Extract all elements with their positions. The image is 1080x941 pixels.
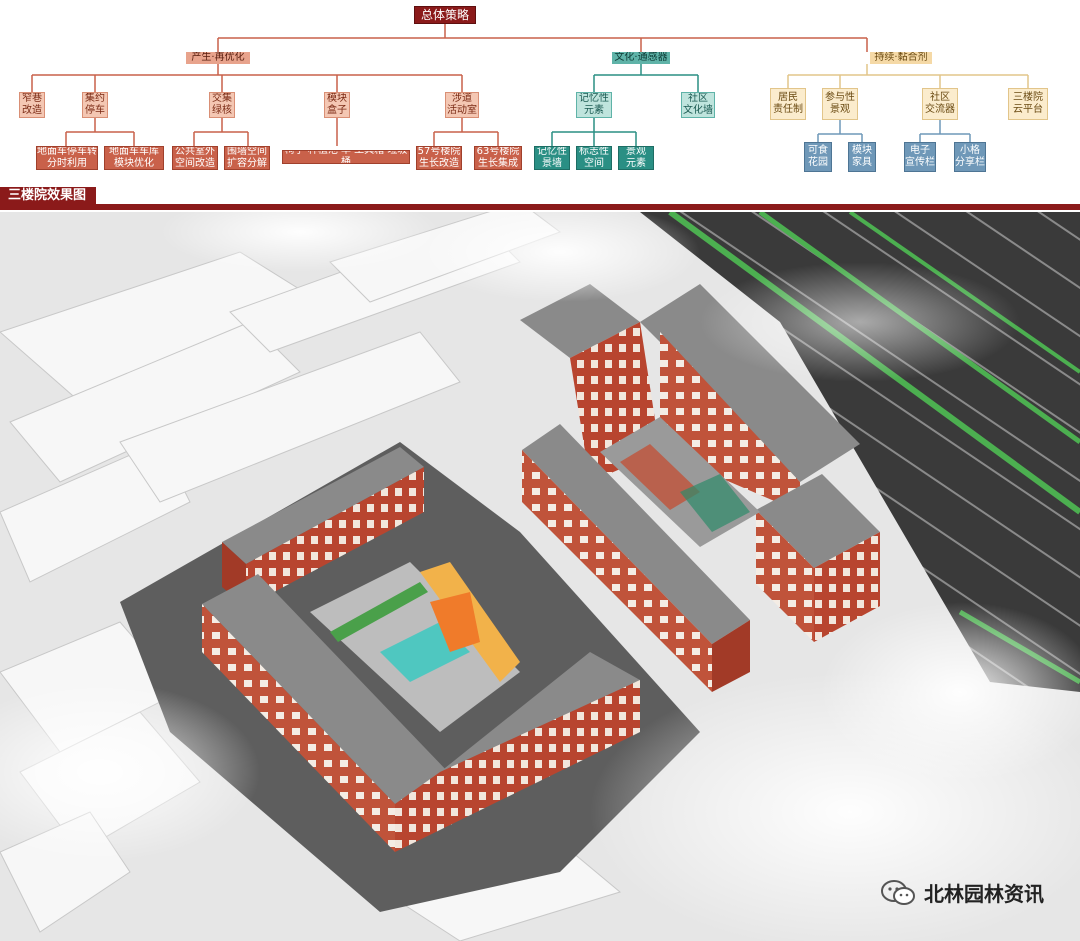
node-module-box: 模块 盒子 (324, 92, 350, 118)
wechat-icon (881, 879, 915, 905)
building-south (202, 574, 450, 852)
strategy-tree: 总体策略 产生·再优化 文化·通感器 持续·黏合剂 窄巷 改造 集约 停车 交集… (0, 0, 1080, 200)
leaf-module-items: 椅子 种植池 伞 工具箱 垃圾桶 (282, 150, 410, 164)
section-rule (0, 204, 1080, 210)
leaf-garage-optimize: 地面车车库 模块优化 (104, 146, 164, 170)
tree-root: 总体策略 (414, 6, 476, 24)
leaf-building-63: 63号楼院 生长集成 (474, 146, 522, 170)
leaf-module-furniture: 模块 家具 (848, 142, 876, 172)
leaf-wall-space: 围墙空间 扩容分解 (224, 146, 270, 170)
right-courtyard (600, 417, 760, 547)
node-memory-elements: 记忆性 元素 (576, 92, 612, 118)
leaf-building-57: 57号楼院 生长改造 (416, 146, 462, 170)
leaf-sharing-shelf: 小格 分享栏 (954, 142, 986, 172)
section-header: 三楼院效果图 (0, 187, 1080, 212)
leaf-outdoor-space: 公共室外 空间改造 (172, 146, 218, 170)
tree-connectors (31, 24, 1029, 146)
node-culture-wall: 社区 文化墙 (681, 92, 715, 118)
node-resident-responsibility: 居民 责任制 (770, 88, 806, 120)
branch-produce: 产生·再优化 (186, 52, 250, 64)
leaf-edible-garden: 可食 花园 (804, 142, 832, 172)
leaf-landscape-elements: 景观 元素 (618, 146, 654, 170)
node-participatory-landscape: 参与性 景观 (822, 88, 858, 120)
leaf-landmark-space: 标志性 空间 (576, 146, 612, 170)
node-community-exchanger: 社区 交流器 (922, 88, 958, 120)
axonometric-rendering (0, 212, 1080, 941)
branch-culture: 文化·通感器 (612, 52, 670, 64)
watermark-text: 北林园林资讯 (924, 882, 1044, 906)
branch-sustain: 持续·黏合剂 (870, 52, 932, 64)
node-cloud-platform: 三楼院 云平台 (1008, 88, 1048, 120)
node-activity-room: 涉道 活动室 (445, 92, 479, 118)
node-intensive-parking: 集约 停车 (82, 92, 108, 118)
watermark: 北林园林资讯 (880, 878, 1044, 907)
clouds (0, 212, 1080, 941)
building-east (395, 652, 640, 852)
node-green-core: 交集 绿核 (209, 92, 235, 118)
leaf-e-bulletin: 电子 宣传栏 (904, 142, 936, 172)
courtyard (310, 562, 520, 732)
leaf-memory-wall: 记忆性 景墙 (534, 146, 570, 170)
node-alley-renovation: 窄巷 改造 (19, 92, 45, 118)
building-south-right (756, 474, 880, 642)
leaf-parking-timeshare: 地面车停车转 分时利用 (36, 146, 98, 170)
building-central-right (522, 424, 750, 692)
section-title: 三楼院效果图 (0, 187, 97, 205)
